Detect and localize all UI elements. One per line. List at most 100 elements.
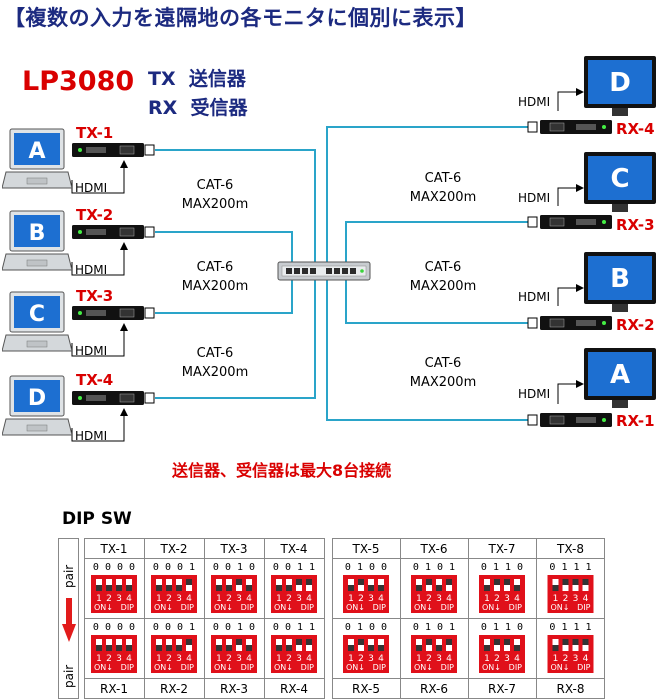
dip-rx-switch-1-on-label: ON↓ — [94, 663, 113, 672]
tx3-cable — [155, 278, 293, 314]
laptop-c-letter: C — [29, 302, 45, 327]
model-name: LP3080 — [22, 66, 135, 97]
dip-rx-switch-5-knob-2 — [358, 639, 364, 645]
dip-rx-switch-3-knob-3 — [236, 639, 242, 645]
dip-rx-switch-2-on-label: ON↓ — [154, 663, 173, 672]
dip-rx-switch-4-num-1: 1 — [276, 654, 282, 664]
monitor-d-icon: D — [584, 56, 656, 116]
dip-tx-switch-8-knob-1 — [552, 585, 559, 591]
dip-rx-switch-3-knob-4 — [246, 645, 252, 651]
dip-tx-switch-1-num-1: 1 — [96, 594, 102, 604]
dip-tx-switch-1-num-3: 3 — [116, 594, 122, 604]
dip-rx-switch-4-knob-2 — [286, 645, 292, 651]
dip-rx-switch-4-dip-label: DIP — [301, 663, 315, 672]
dip-tx-switch-8-num-4: 4 — [583, 594, 589, 604]
dip-rx-switch-2-knob-3 — [176, 645, 182, 651]
dip-rx-switch-5-num-4: 4 — [378, 654, 384, 664]
dip-rx-switch-7-num-4: 4 — [514, 654, 520, 664]
dip-tx-switch-6-on-label: ON↓ — [414, 603, 433, 612]
dip-rx-switch-7-on-label: ON↓ — [482, 663, 501, 672]
rx4-device-icon — [540, 120, 612, 134]
dip-rx-switch-4-num-3: 3 — [296, 654, 302, 664]
rx2-cable — [345, 278, 528, 324]
dip-tx-switch-3-dip-label: DIP — [241, 603, 255, 612]
dip-tx-header-6: TX-6 — [420, 542, 448, 556]
rx2-label: RX-2 — [616, 316, 655, 334]
dip-rx-footer-5: RX-5 — [352, 682, 380, 696]
dip-tx-switch-2-num-4: 4 — [186, 594, 192, 604]
dip-rx-bits-7: 0 1 1 0 — [481, 622, 523, 633]
dip-rx-switch-2-knob-1 — [156, 645, 162, 651]
dip-tx-switch-1-knob-4 — [126, 585, 132, 591]
monitor-b-icon: B — [584, 252, 656, 312]
dip-rx-bits-3: 0 0 1 0 — [213, 622, 255, 633]
dip-rx-switch-6-knob-4 — [446, 639, 452, 645]
dip-rx-switch-8-knob-2 — [562, 639, 569, 645]
rx3-label: RX-3 — [616, 216, 655, 234]
dip-tx-switch-1-knob-3 — [116, 585, 122, 591]
dip-rx-switch-5-num-1: 1 — [348, 654, 354, 664]
dip-rx-switch-4-num-4: 4 — [306, 654, 312, 664]
dip-rx-switch-2-num-2: 2 — [166, 654, 172, 664]
laptop-a-icon: A — [2, 128, 72, 189]
dip-rx-switch-6-num-2: 2 — [426, 654, 432, 664]
dip-tx-switch-7-num-4: 4 — [514, 594, 520, 604]
dip-tx-bits-5: 0 1 0 0 — [345, 562, 387, 573]
dip-rx-switch-4-num-2: 2 — [286, 654, 292, 664]
dip-rx-switch-8-knob-1 — [552, 645, 559, 651]
tx2-device-icon — [72, 225, 144, 239]
tx1-device-icon — [72, 143, 144, 157]
monitor-c-icon: C — [584, 152, 656, 212]
dip-rx-switch-8-on-label: ON↓ — [551, 663, 570, 672]
dip-rx-switch-3-num-2: 2 — [226, 654, 232, 664]
dip-tx-switch-1-knob-2 — [106, 585, 112, 591]
dip-tx-switch-3-knob-3 — [236, 579, 242, 585]
dip-rx-switch-8-knob-4 — [582, 639, 589, 645]
dip-rx-switch-5-knob-3 — [368, 645, 374, 651]
dip-rx-switch-2-knob-2 — [166, 645, 172, 651]
dip-rx-switch-1-num-4: 4 — [126, 654, 132, 664]
tx3-hdmi-label: HDMI — [75, 344, 108, 358]
tx3-label: TX-3 — [76, 287, 114, 305]
dip-tx-switch-5-num-1: 1 — [348, 594, 354, 604]
dip-rx-switch-2-knob-4 — [186, 639, 192, 645]
dip-tx-switch-4-num-3: 3 — [296, 594, 302, 604]
dip-rx-switch-4-on-label: ON↓ — [274, 663, 293, 672]
legend-rx-desc: 受信器 — [190, 97, 248, 119]
dip-tx-switch-7-num-3: 3 — [504, 594, 510, 604]
dip-tx-switch-1-dip-label: DIP — [121, 603, 135, 612]
dip-tx-switch-1-knob-1 — [96, 585, 102, 591]
rx4-label: RX-4 — [616, 120, 655, 138]
dip-rx-switch-8-num-1: 1 — [553, 654, 559, 664]
dip-tx-switch-5-on-label: ON↓ — [346, 603, 365, 612]
dip-tx-switch-2-num-2: 2 — [166, 594, 172, 604]
dip-rx-switch-7-num-1: 1 — [484, 654, 490, 664]
dip-rx-switch-3-num-1: 1 — [216, 654, 222, 664]
dip-tx-header-2: TX-2 — [160, 542, 188, 556]
dip-tx-switch-2-knob-4 — [186, 579, 192, 585]
dip-tx-switch-8-knob-2 — [562, 579, 569, 585]
dip-rx-switch-8-num-4: 4 — [583, 654, 589, 664]
dip-rx-footer-4: RX-4 — [280, 682, 308, 696]
laptop-b-letter: B — [29, 221, 46, 246]
dip-rx-switch-6-num-4: 4 — [446, 654, 452, 664]
legend-tx: TX 送信器 — [148, 64, 246, 91]
dip-rx-switch-2-num-3: 3 — [176, 654, 182, 664]
dip-rx-switch-1-knob-1 — [96, 645, 102, 651]
dip-tx-switch-5-knob-4 — [378, 585, 384, 591]
dip-tx-switch-4-knob-2 — [286, 585, 292, 591]
dip-tx-header-7: TX-7 — [488, 542, 516, 556]
pair-label-top: pair — [62, 565, 76, 588]
rx4-cable — [326, 126, 528, 262]
dip-rx-switch-6-num-1: 1 — [416, 654, 422, 664]
tx2-label: TX-2 — [76, 206, 114, 224]
dip-tx-switch-6-dip-label: DIP — [441, 603, 455, 612]
dip-rx-switch-3-dip-label: DIP — [241, 663, 255, 672]
rx1-hdmi-label: HDMI — [518, 387, 551, 401]
dip-tx-switch-8-num-1: 1 — [553, 594, 559, 604]
dip-rx-switch-5-knob-4 — [378, 645, 384, 651]
dip-tx-switch-6-num-3: 3 — [436, 594, 442, 604]
dip-tx-switch-3-num-4: 4 — [246, 594, 252, 604]
